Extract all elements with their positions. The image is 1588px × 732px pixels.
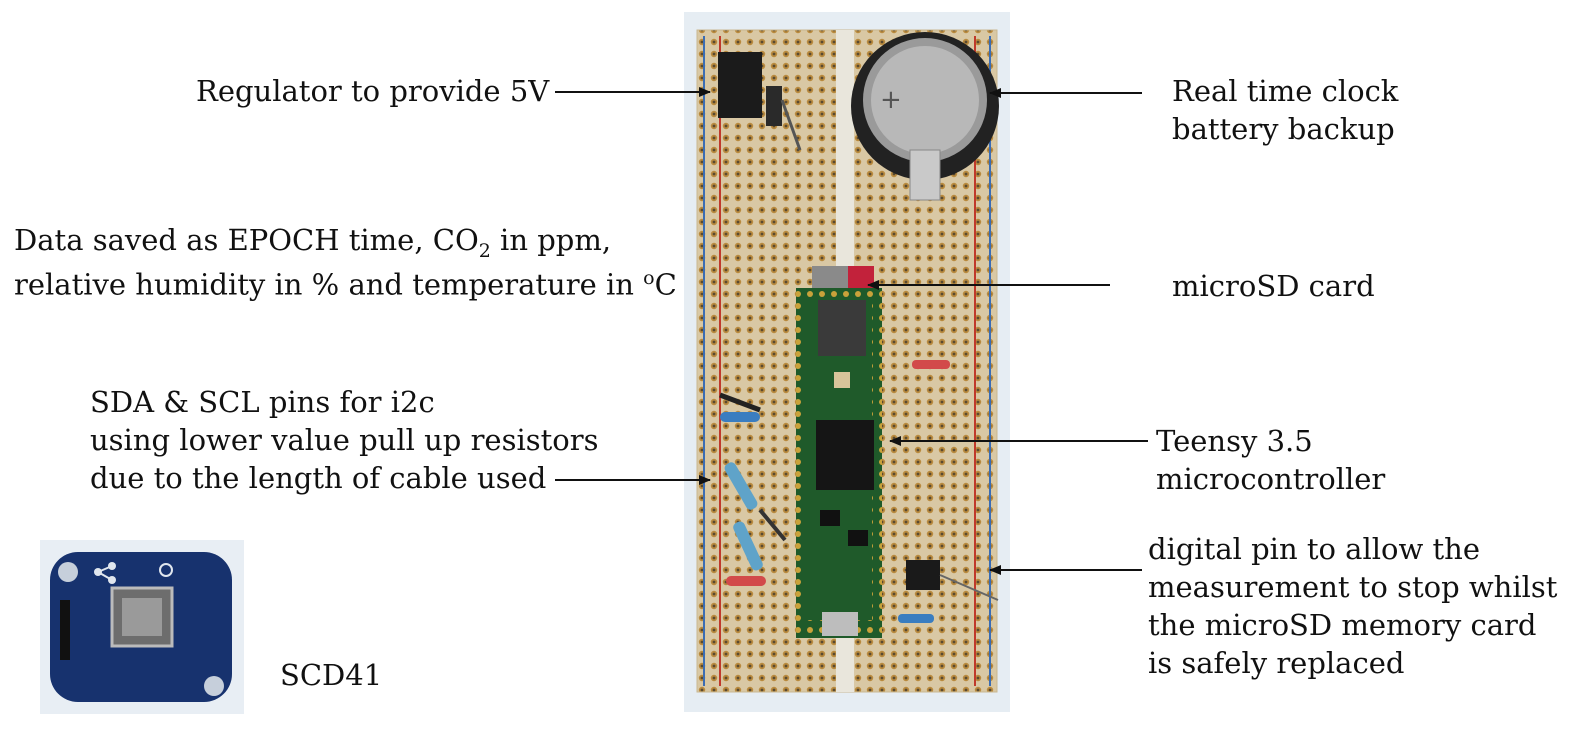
teensy-processor-chip [816,420,874,490]
label-sda-scl: SDA & SCL pins for i2c using lower value… [90,385,599,495]
usb-connector [822,612,858,636]
pullup-resistors [720,360,950,623]
header-pins [906,560,940,590]
svg-text:+: + [880,85,902,115]
regulator-component [718,52,762,118]
label-microsd: microSD card [1172,269,1375,303]
label-data-format: Data saved as EPOCH time, CO2 in ppm, re… [14,223,677,302]
label-digital-pin: digital pin to allow the measurement to … [1148,532,1558,680]
label-regulator: Regulator to provide 5V [196,74,550,108]
label-sensor: SCD41 [280,658,383,692]
label-rtc-battery: Real time clock battery backup [1172,74,1399,146]
label-teensy: Teensy 3.5 microcontroller [1156,424,1386,496]
